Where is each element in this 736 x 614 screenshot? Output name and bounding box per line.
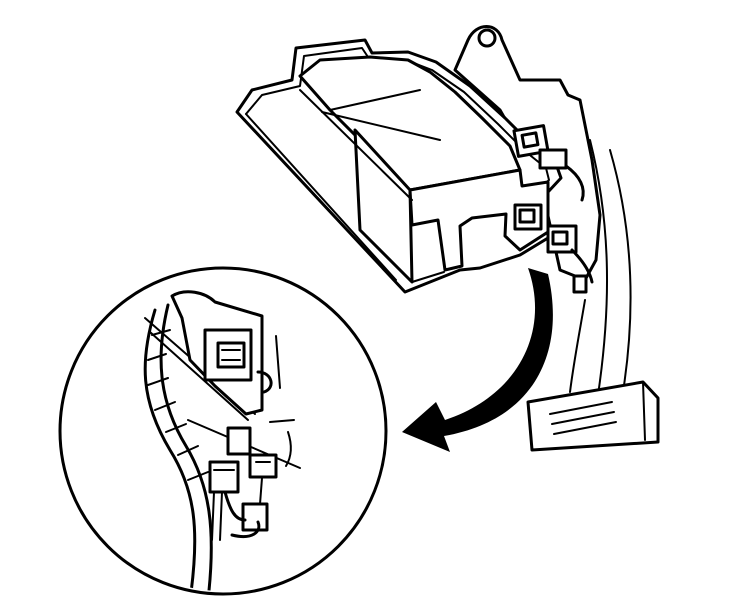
adjacent-panel: [526, 380, 660, 452]
detail-connector-closeup: [143, 290, 301, 591]
detail-circle: [58, 266, 388, 596]
module-connectors: [512, 124, 594, 294]
direction-arrow: [402, 268, 553, 452]
control-module: [235, 38, 563, 294]
